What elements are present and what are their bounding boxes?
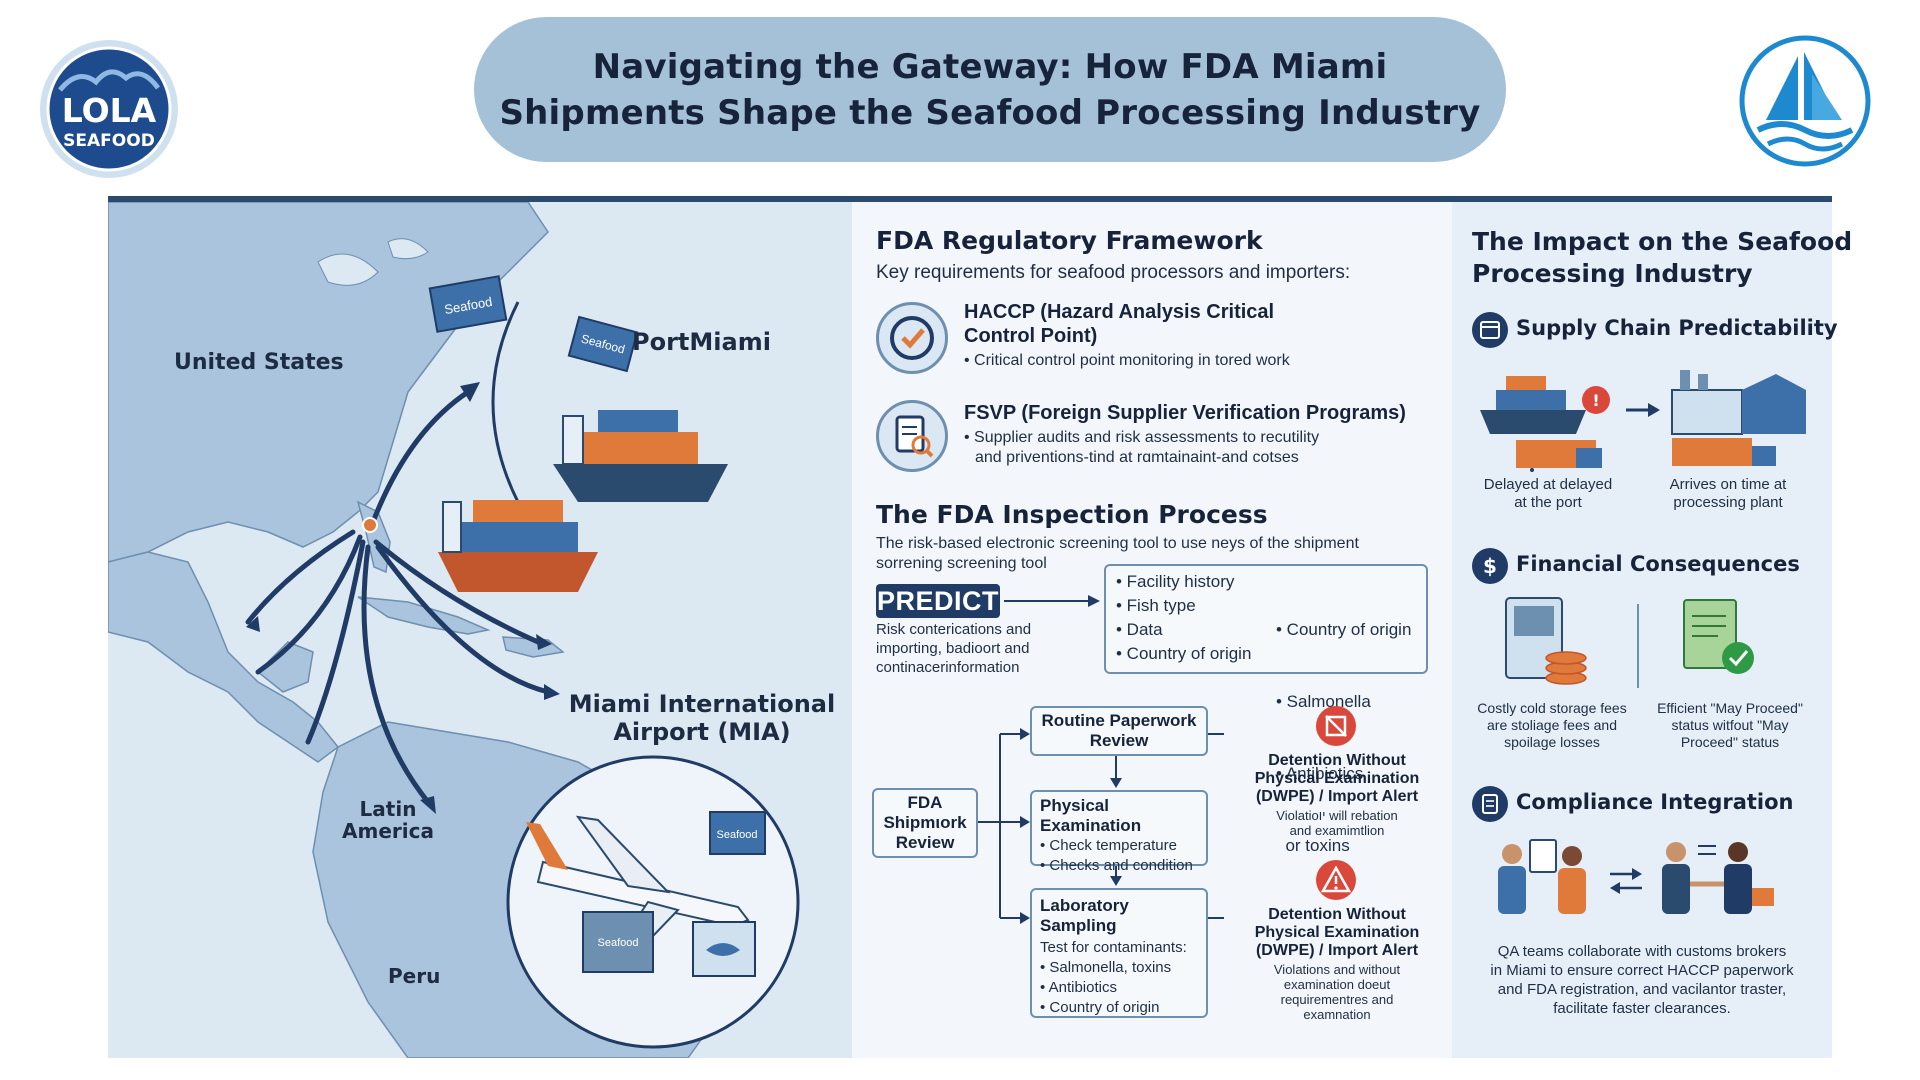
dollar-icon: $ (1472, 548, 1508, 584)
impact-heading: The Impact on the Seafood Processing Ind… (1472, 227, 1853, 288)
factors-left-list: • Facility history • Fish type • Data • … (1116, 572, 1252, 663)
americas-map: Seafood Seafood Seafood Seafood (108, 202, 800, 1058)
page-title: Navigating the Gateway: How FDA Miami Sh… (474, 17, 1506, 162)
factory-truck-icon (1671, 370, 1806, 466)
compliance-caption: QA teams collaborate with customs broker… (1490, 943, 1794, 1017)
financial-left-caption: Costly cold storage fees are stoliage fe… (1477, 700, 1627, 750)
clipboard-pen-icon (1472, 786, 1508, 822)
arrow-right-icon (1004, 595, 1100, 607)
dwpe-title-2: Detention Without Physical Examination (… (1254, 906, 1420, 959)
fda-shipment-review-box: FDA Shipmιork Review (872, 788, 978, 858)
compliance-heading: Compliance Integration (1516, 790, 1794, 814)
container-label: Seafood (717, 829, 758, 841)
container-label: Seafood (598, 937, 639, 949)
predict-badge: PREDICT (876, 584, 1000, 618)
title-line-1: Navigating the Gateway: How FDA Miami (592, 46, 1388, 87)
fsvp-title: FSVP (Foreign Supplier Verification Prog… (964, 402, 1406, 424)
inspection-desc: The risk-based electronic screening tool… (876, 535, 1359, 572)
financial-illustration (1505, 597, 1754, 688)
no-entry-alert-icon (1316, 706, 1356, 746)
dwpe-sub-2: Violations and without examination doeut… (1273, 962, 1401, 1022)
framework-subheading: Key requirements for seafood processors … (876, 262, 1351, 283)
inspection-flow-connectors (978, 728, 1224, 924)
lab-sampling-box: Laboratory Sampling Test for contaminant… (1030, 888, 1208, 1018)
cargo-ship-icon (438, 500, 598, 592)
predict-desc: Risk conterications and importing, badio… (876, 621, 1032, 676)
sailboat-waves-icon (1738, 34, 1872, 168)
factors-right-list: • Country of origin • Salmonella • Antib… (1276, 620, 1412, 855)
checklist-gear-icon (876, 302, 948, 374)
cargo-ship-truck-icon: ! (1480, 376, 1610, 472)
dwpe-sub-1: Violatioיו will rebation and examimtlion (1276, 808, 1398, 838)
supply-chain-illustration: ! (1480, 370, 1806, 472)
financial-right-caption: Efficient "May Proceed" status witfout "… (1657, 700, 1803, 750)
physical-exam-box: Physical Examination • Check temperature… (1030, 790, 1208, 874)
map-panel: Seafood Seafood Seafood Seafood United S… (108, 202, 852, 1058)
supply-left-caption: Delayed at delayed at the port (1483, 476, 1613, 511)
cold-storage-coins-icon (1505, 597, 1587, 685)
title-line-2: Shipments Shape the Seafood Processing I… (499, 92, 1481, 133)
fsvp-bullet: • Supplier audits and risk assessments t… (964, 429, 1320, 466)
financial-heading: Financial Consequences (1516, 552, 1800, 576)
map-label-mia: Miami International Airport (MIA) (568, 690, 836, 746)
logo-text-seafood: SEAFOOD (63, 131, 155, 151)
haccp-bullet: • Critical control point monitoring in t… (964, 352, 1290, 369)
map-label-latin-america: Latin America (342, 797, 434, 843)
warning-triangle-icon (1316, 860, 1356, 900)
predict-factors-box (1104, 564, 1428, 674)
supply-chain-heading: Supply Chain Predictability (1516, 316, 1838, 340)
calendar-icon (1472, 312, 1508, 348)
map-label-peru: Peru (388, 964, 441, 988)
document-check-icon (1683, 599, 1754, 674)
customs-brokers-handshake-icon (1662, 842, 1774, 914)
dwpe-title-1: Detention Without Physical Examination (… (1254, 752, 1420, 805)
haccp-title: HACCP (Hazard Analysis Critical Control … (964, 301, 1275, 347)
map-label-portmiami: PortMiami (632, 328, 771, 356)
clipboard-magnifier-icon (876, 400, 948, 472)
inspection-heading: The FDA Inspection Process (876, 500, 1268, 529)
routine-paperwork-box: Routine Paperwork Review (1030, 706, 1208, 756)
cargo-ship-icon (553, 410, 728, 502)
compliance-illustration (1498, 839, 1774, 914)
map-label-us: United States (174, 350, 344, 375)
supply-right-caption: Arrives on time at processing plant (1669, 476, 1787, 511)
lola-seafood-logo: LOLA SEAFOOD (38, 38, 180, 180)
framework-heading: FDA Regulatory Framework (876, 226, 1263, 255)
logo-text-lola: LOLA (62, 91, 157, 130)
qa-team-icon (1498, 839, 1586, 914)
svg-text:!: ! (1592, 391, 1599, 410)
content-top-bar (108, 196, 1832, 202)
